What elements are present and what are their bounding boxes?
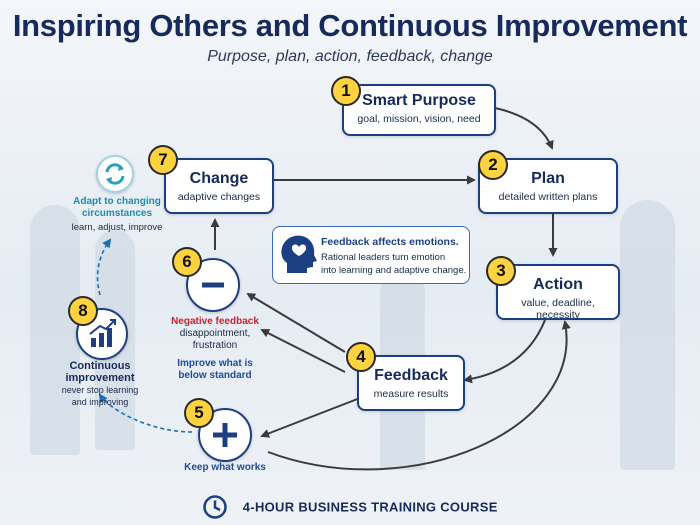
step-number-badge: 8: [68, 296, 98, 326]
page-subtitle: Purpose, plan, action, feedback, change: [207, 48, 493, 65]
refresh-icon: [105, 163, 125, 185]
step-smart-purpose: Smart Purpose goal, mission, vision, nee…: [342, 84, 496, 136]
continuous-line: never stop learning: [61, 385, 139, 395]
step-subtitle: detailed written plans: [498, 191, 598, 203]
improve-note-line: below standard: [178, 370, 252, 381]
step-number-badge: 4: [346, 342, 376, 372]
step-title: Feedback: [374, 367, 448, 384]
emotions-line: into learning and adaptive change.: [321, 265, 467, 276]
adapt-subtitle: learn, adjust, improve: [71, 222, 163, 233]
arrow-feedback-to-negative: [246, 292, 346, 353]
step-subtitle: adaptive changes: [177, 191, 261, 203]
step-number-badge: 3: [486, 256, 516, 286]
step-title: Plan: [531, 170, 565, 187]
footer-label: 4-HOUR BUSINESS TRAINING COURSE: [242, 499, 498, 515]
arrow-purpose-to-plan: [494, 107, 554, 150]
step-number-badge: 1: [331, 76, 361, 106]
arrow-keep-to-continuous: [98, 393, 193, 433]
adapt-text: Adapt to changing circumstances learn, a…: [62, 196, 172, 234]
background-figure: [620, 200, 675, 470]
clock-icon: [203, 495, 228, 519]
negative-feedback-title: Negative feedback: [171, 316, 259, 327]
continuous-title-line: Continuous: [69, 360, 131, 372]
keep-what-works-label: Keep what works: [184, 462, 266, 473]
step-title: Change: [189, 170, 249, 187]
step-number-badge: 6: [172, 247, 202, 277]
background-figure: [30, 205, 80, 455]
growth-chart-icon: [89, 319, 116, 347]
emotions-title: Feedback affects emotions.: [321, 236, 459, 248]
emotions-callout: Feedback affects emotions. Rational lead…: [272, 226, 470, 284]
improve-note-line: Improve what is: [177, 358, 253, 369]
negative-feedback-line: disappointment,: [179, 328, 251, 339]
adapt-title-line: circumstances: [81, 208, 153, 219]
step-subtitle: value, deadline, necessity: [521, 297, 595, 321]
step-subtitle: measure results: [373, 388, 449, 400]
continuous-improvement-text: Continuous improvement never stop learni…: [50, 360, 150, 408]
continuous-title-line: improvement: [65, 372, 135, 384]
head-heart-icon: [281, 235, 317, 273]
refresh-circle: [96, 155, 134, 193]
step-action: Action value, deadline, necessity: [496, 264, 620, 321]
step-subtitle: goal, mission, vision, need: [357, 113, 481, 125]
step-feedback: Feedback measure results: [357, 355, 465, 411]
adapt-title-line: Adapt to changing: [73, 196, 161, 207]
arrow-feedback-to-improve: [260, 329, 346, 373]
footer: 4-HOUR BUSINESS TRAINING COURSE: [0, 494, 700, 520]
arrow-action-to-feedback: [463, 319, 546, 384]
step-number-badge: 5: [184, 398, 214, 428]
arrow-keep-to-action: [267, 320, 571, 471]
negative-feedback-text: Negative feedback disappointment, frustr…: [160, 316, 270, 382]
step-title: Smart Purpose: [362, 92, 476, 109]
negative-feedback-line: frustration: [192, 340, 238, 351]
step-title: Action: [533, 276, 583, 293]
step-number-badge: 2: [478, 150, 508, 180]
plus-icon: [213, 423, 237, 447]
step-number-badge: 7: [148, 145, 178, 175]
arrow-feedback-to-keep: [260, 397, 361, 438]
minus-icon: [202, 282, 224, 288]
emotions-line: Rational leaders turn emotion: [321, 252, 446, 263]
continuous-line: and improving: [71, 397, 129, 407]
arrow-continuous-to-adapt: [96, 238, 112, 296]
step-change: Change adaptive changes: [164, 158, 274, 214]
page-title: Inspiring Others and Continuous Improvem…: [12, 8, 688, 43]
